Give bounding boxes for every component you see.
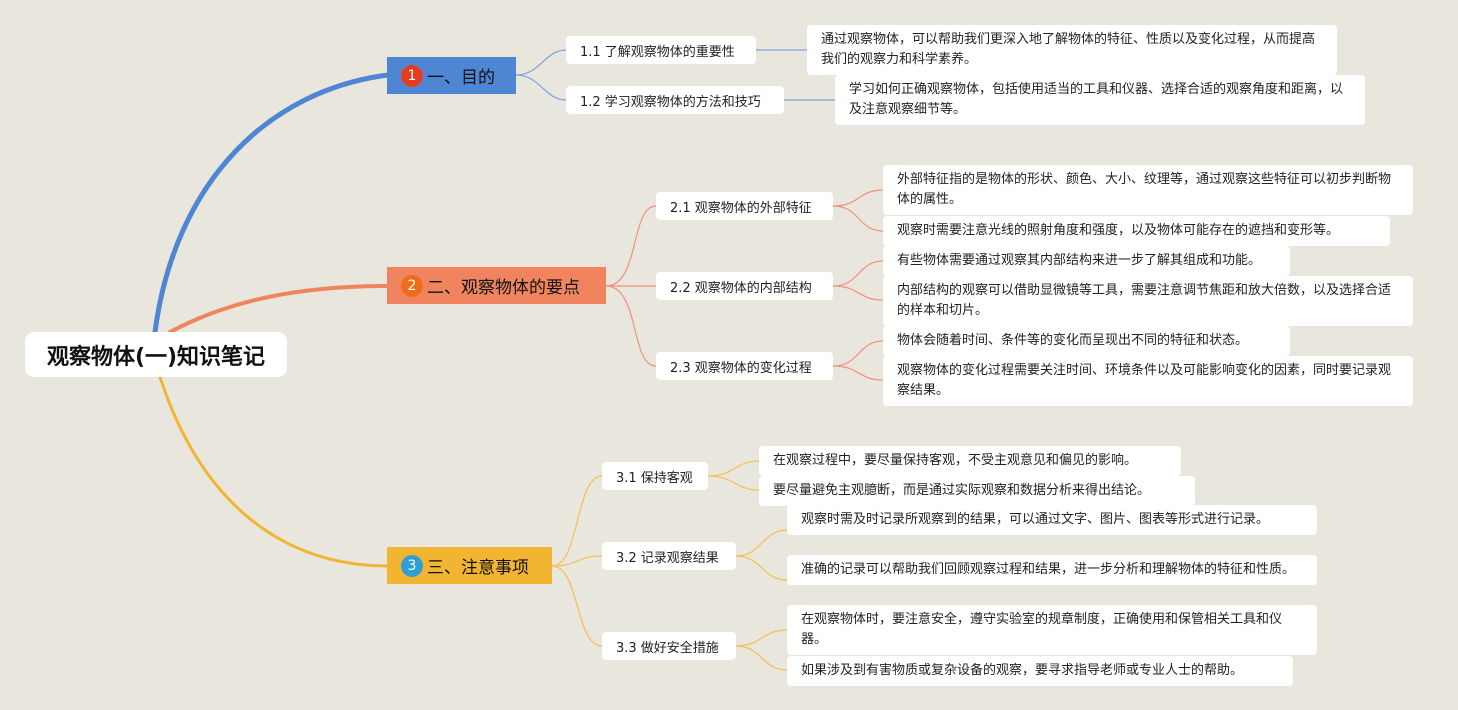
note-2-1-1[interactable]: 外部特征指的是物体的形状、颜色、大小、纹理等，通过观察这些特征可以初步判断物体的…: [883, 165, 1413, 215]
number-1-icon: 1: [401, 64, 423, 87]
subtopic-2-2-label: 2.2 观察物体的内部结构: [670, 280, 812, 296]
note-text: 学习如何正确观察物体，包括使用适当的工具和仪器、选择合适的观察角度和距离，以及注…: [849, 82, 1344, 117]
note-text: 物体会随着时间、条件等的变化而呈现出不同的特征和状态。: [897, 333, 1249, 348]
note-3-1-1[interactable]: 在观察过程中，要尽量保持客观，不受主观意见和偏见的影响。: [759, 446, 1181, 476]
note-text: 观察物体的变化过程需要关注时间、环境条件以及可能影响变化的因素，同时要记录观察结…: [897, 363, 1392, 398]
note-text: 通过观察物体，可以帮助我们更深入地了解物体的特征、性质以及变化过程，从而提高我们…: [821, 32, 1316, 67]
note-text: 准确的记录可以帮助我们回顾观察过程和结果，进一步分析和理解物体的特征和性质。: [801, 562, 1296, 577]
branch-2[interactable]: 2 二、观察物体的要点: [387, 267, 606, 304]
note-2-2-2[interactable]: 内部结构的观察可以借助显微镜等工具，需要注意调节焦距和放大倍数，以及选择合适的样…: [883, 276, 1413, 326]
trunk-branch-1: [152, 72, 391, 335]
trunk-branch-2: [168, 284, 390, 334]
root-topic[interactable]: 观察物体(一)知识笔记: [25, 332, 287, 377]
subtopic-2-1[interactable]: 2.1 观察物体的外部特征: [656, 192, 833, 220]
note-3-1-2[interactable]: 要尽量避免主观臆断，而是通过实际观察和数据分析来得出结论。: [759, 476, 1195, 506]
number-3-icon: 3: [401, 554, 423, 577]
branch-1-label: 一、目的: [427, 68, 495, 88]
note-3-2-1[interactable]: 观察时需及时记录所观察到的结果，可以通过文字、图片、图表等形式进行记录。: [787, 505, 1317, 535]
note-text: 在观察物体时，要注意安全，遵守实验室的规章制度，正确使用和保管相关工具和仪器。: [801, 612, 1283, 647]
subtopic-3-1[interactable]: 3.1 保持客观: [602, 462, 708, 490]
branch-1[interactable]: 1 一、目的: [387, 57, 516, 94]
subtopic-3-2[interactable]: 3.2 记录观察结果: [602, 542, 736, 570]
subtopic-3-3-label: 3.3 做好安全措施: [616, 640, 719, 656]
note-text: 如果涉及到有害物质或复杂设备的观察，要寻求指导老师或专业人士的帮助。: [801, 663, 1244, 678]
subtopic-1-2-label: 1.2 学习观察物体的方法和技巧: [580, 94, 761, 110]
note-2-2-1[interactable]: 有些物体需要通过观察其内部结构来进一步了解其组成和功能。: [883, 246, 1290, 276]
note-3-2-2[interactable]: 准确的记录可以帮助我们回顾观察过程和结果，进一步分析和理解物体的特征和性质。: [787, 555, 1317, 585]
subtopic-2-3-label: 2.3 观察物体的变化过程: [670, 360, 812, 376]
subtopic-3-3[interactable]: 3.3 做好安全措施: [602, 632, 736, 660]
subtopic-3-1-label: 3.1 保持客观: [616, 470, 693, 486]
subtopic-1-1-label: 1.1 了解观察物体的重要性: [580, 44, 735, 60]
number-2-icon: 2: [401, 274, 423, 297]
branch-3-label: 三、注意事项: [427, 558, 529, 578]
subtopic-2-3[interactable]: 2.3 观察物体的变化过程: [656, 352, 833, 380]
note-text: 在观察过程中，要尽量保持客观，不受主观意见和偏见的影响。: [773, 453, 1138, 468]
note-text: 要尽量避免主观臆断，而是通过实际观察和数据分析来得出结论。: [773, 483, 1151, 498]
note-1-2-1[interactable]: 学习如何正确观察物体，包括使用适当的工具和仪器、选择合适的观察角度和距离，以及注…: [835, 75, 1365, 125]
root-title: 观察物体(一)知识笔记: [46, 344, 266, 370]
branch-2-label: 二、观察物体的要点: [427, 278, 580, 298]
subtopic-2-1-label: 2.1 观察物体的外部特征: [670, 200, 812, 216]
note-text: 有些物体需要通过观察其内部结构来进一步了解其组成和功能。: [897, 253, 1262, 268]
subtopic-3-2-label: 3.2 记录观察结果: [616, 550, 719, 566]
note-text: 内部结构的观察可以借助显微镜等工具，需要注意调节焦距和放大倍数，以及选择合适的样…: [897, 283, 1392, 318]
note-3-3-2[interactable]: 如果涉及到有害物质或复杂设备的观察，要寻求指导老师或专业人士的帮助。: [787, 656, 1293, 686]
note-3-3-1[interactable]: 在观察物体时，要注意安全，遵守实验室的规章制度，正确使用和保管相关工具和仪器。: [787, 605, 1317, 655]
subtopic-1-2[interactable]: 1.2 学习观察物体的方法和技巧: [566, 86, 784, 114]
note-2-3-1[interactable]: 物体会随着时间、条件等的变化而呈现出不同的特征和状态。: [883, 326, 1290, 356]
note-text: 观察时需要注意光线的照射角度和强度，以及物体可能存在的遮挡和变形等。: [897, 223, 1340, 238]
trunk-branch-3: [158, 375, 390, 568]
subtopic-2-2[interactable]: 2.2 观察物体的内部结构: [656, 272, 833, 300]
note-2-3-2[interactable]: 观察物体的变化过程需要关注时间、环境条件以及可能影响变化的因素，同时要记录观察结…: [883, 356, 1413, 406]
branch-3[interactable]: 3 三、注意事项: [387, 547, 552, 584]
subtopic-1-1[interactable]: 1.1 了解观察物体的重要性: [566, 36, 756, 64]
note-text: 外部特征指的是物体的形状、颜色、大小、纹理等，通过观察这些特征可以初步判断物体的…: [897, 172, 1392, 207]
note-text: 观察时需及时记录所观察到的结果，可以通过文字、图片、图表等形式进行记录。: [801, 512, 1270, 527]
note-2-1-2[interactable]: 观察时需要注意光线的照射角度和强度，以及物体可能存在的遮挡和变形等。: [883, 216, 1390, 246]
note-1-1-1[interactable]: 通过观察物体，可以帮助我们更深入地了解物体的特征、性质以及变化过程，从而提高我们…: [807, 25, 1337, 75]
